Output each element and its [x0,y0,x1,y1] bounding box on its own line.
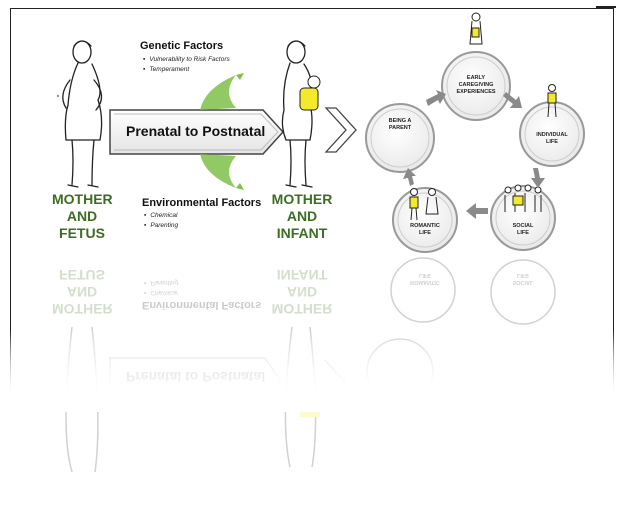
arrow-parent-to-early [426,90,446,106]
couple-figures [409,188,439,221]
node-label-early: EARLY CAREGIVING EXPERIENCES [456,75,496,95]
mother-fetus-figure [62,40,103,188]
cycle-node-early [441,12,511,121]
group-figures [504,184,542,212]
environmental-factors-title: Environmental Factors [142,197,262,209]
transition-label: Prenatal to Postnatal [126,123,266,139]
environmental-item: Chemical [144,211,178,221]
node-label-social: SOCIAL LIFE [512,223,534,236]
node-label-parent: BEING A PARENT [388,118,412,131]
stray-dot [56,94,60,98]
genetic-item: Temperament [143,65,230,75]
mother-and-fetus-label: MOTHER AND FETUS [52,191,113,241]
environmental-item: Parenting [144,221,178,231]
genetic-factors-title: Genetic Factors [140,40,224,52]
mother-infant-figure [281,40,313,188]
arrow-early-to-individual [503,92,522,108]
cycle-node-individual [519,84,585,167]
chevron-right-icon [324,107,357,153]
genetic-item: Vulnerability to Risk Factors [143,55,229,65]
environmental-factors-list: Chemical Parenting [144,211,178,231]
infant-figure [299,75,321,111]
cycle-node-parent [365,103,435,173]
leaf-arrow-up [200,73,244,110]
arrow-social-to-romantic [466,203,488,219]
reflected-text-fade [0,330,623,412]
individual-figure [547,84,557,118]
cycle-arrows [403,90,545,219]
transition-arrow [109,109,285,155]
node-label-individual: INDIVIDUAL LIFE [536,132,568,145]
frame-corner-line [596,6,616,8]
genetic-factors-list: Vulnerability to Risk Factors Temperamen… [143,55,230,75]
node-label-romantic: ROMANTIC LIFE [410,223,440,236]
arrow-romantic-to-parent [403,168,416,186]
caregiver-figure [469,12,483,45]
main-diagram [56,12,585,253]
mother-and-infant-label: MOTHER AND INFANT [271,191,333,241]
arrow-individual-to-social [531,168,545,188]
cycle-node-romantic [392,187,458,253]
cycle-node-social [490,184,556,251]
diagram-frame [10,8,614,399]
leaf-arrow-down [200,154,244,190]
